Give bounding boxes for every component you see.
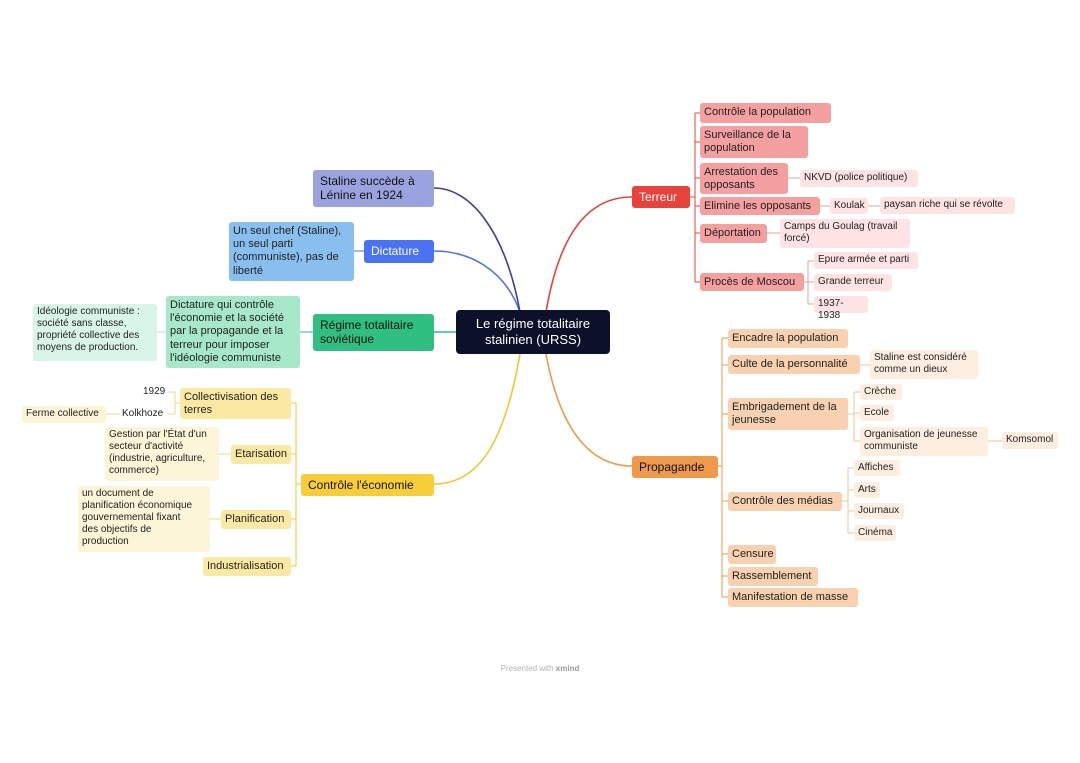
topic-proces-moscou[interactable]: Procès de Moscou xyxy=(700,273,804,291)
topic-elimine-opposants[interactable]: Elimine les opposants xyxy=(700,197,820,215)
topic-planification-definition[interactable]: un document de planification économique … xyxy=(78,486,210,552)
topic-arrestation[interactable]: Arrestation des opposants xyxy=(700,163,788,194)
topic-affiches[interactable]: Affiches xyxy=(854,460,900,476)
topic-etatisation-definition[interactable]: Gestion par l'État d'un secteur d'activi… xyxy=(105,427,219,481)
topic-embrigadement[interactable]: Embrigadement de la jeunesse xyxy=(728,398,848,430)
topic-staline-dieu[interactable]: Staline est considéré comme un dieux xyxy=(870,350,978,379)
topic-manifestation-masse[interactable]: Manifestation de masse xyxy=(728,588,858,607)
topic-censure[interactable]: Censure xyxy=(728,545,776,564)
topic-culte-personnalite[interactable]: Culte de la personnalité xyxy=(728,355,860,374)
topic-paysan-riche[interactable]: paysan riche qui se révolte xyxy=(880,197,1015,214)
topic-ferme-collective[interactable]: Ferme collective xyxy=(22,406,106,423)
branch-staline-succede[interactable]: Staline succède à Lénine en 1924 xyxy=(313,170,434,207)
link-root-dictature xyxy=(433,250,521,313)
topic-annee-1929[interactable]: 1929 xyxy=(143,386,166,397)
topic-rassemblement[interactable]: Rassemblement xyxy=(728,567,818,586)
topic-controle-medias[interactable]: Contrôle des médias xyxy=(728,492,842,511)
topic-goulag[interactable]: Camps du Goulag (travail forcé) xyxy=(780,219,910,248)
link-root-propagande xyxy=(545,353,633,467)
topic-seul-chef[interactable]: Un seul chef (Staline), un seul parti (c… xyxy=(229,222,354,281)
topic-cinema[interactable]: Cinéma xyxy=(854,525,896,541)
xmind-brand: xmind xyxy=(555,664,580,673)
link-root-terreur xyxy=(545,196,633,313)
topic-collectivisation[interactable]: Collectivisation des terres xyxy=(180,388,291,419)
topic-encadre-population[interactable]: Encadre la population xyxy=(728,329,848,348)
branch-terreur[interactable]: Terreur xyxy=(632,186,690,208)
topic-nkvd[interactable]: NKVD (police politique) xyxy=(800,170,918,187)
branch-controle-economie[interactable]: Contrôle l'économie xyxy=(301,474,434,496)
branch-regime-totalitaire[interactable]: Régime totalitaire soviétique xyxy=(313,314,434,351)
topic-journaux[interactable]: Journaux xyxy=(854,503,904,519)
topic-industrialisation[interactable]: Industrialisation xyxy=(203,557,291,576)
topic-epure[interactable]: Epure armée et parti xyxy=(814,252,918,269)
topic-kolkhoze[interactable]: Kolkhoze xyxy=(122,408,164,419)
topic-koulak[interactable]: Koulak xyxy=(830,198,868,214)
topic-etatisation[interactable]: Etarisation xyxy=(231,445,291,464)
branch-dictature[interactable]: Dictature xyxy=(364,240,434,263)
topic-deportation[interactable]: Déportation xyxy=(700,224,767,243)
topic-grande-terreur[interactable]: Grande terreur xyxy=(814,274,892,291)
topic-komsomol[interactable]: Komsomol xyxy=(1002,432,1058,449)
topic-organisation-jeunesse[interactable]: Organisation de jeunesse communiste xyxy=(860,427,988,456)
topic-planification[interactable]: Planification xyxy=(221,510,291,529)
topic-ideologie-communiste[interactable]: Idéologie communiste : société sans clas… xyxy=(33,304,157,361)
topic-controle-population[interactable]: Contrôle la population xyxy=(700,103,831,123)
topic-surveillance[interactable]: Surveillance de la population xyxy=(700,126,808,158)
credit-prefix: Presented with xyxy=(500,664,554,673)
link-root-economie xyxy=(433,353,521,485)
topic-arts[interactable]: Arts xyxy=(854,482,880,498)
topic-dates-1937-1938[interactable]: 1937-1938 xyxy=(814,296,868,321)
topic-ecole[interactable]: Ecole xyxy=(860,405,894,421)
presented-with-credit: Presented with xmind xyxy=(0,664,1080,673)
root-topic[interactable]: Le régime totalitaire stalinien (URSS) xyxy=(456,310,610,354)
branch-propagande[interactable]: Propagande xyxy=(632,456,718,478)
topic-creche[interactable]: Crèche xyxy=(860,384,902,400)
link-root-staline xyxy=(433,187,521,313)
topic-dictature-definition[interactable]: Dictature qui contrôle l'économie et la … xyxy=(166,296,300,368)
